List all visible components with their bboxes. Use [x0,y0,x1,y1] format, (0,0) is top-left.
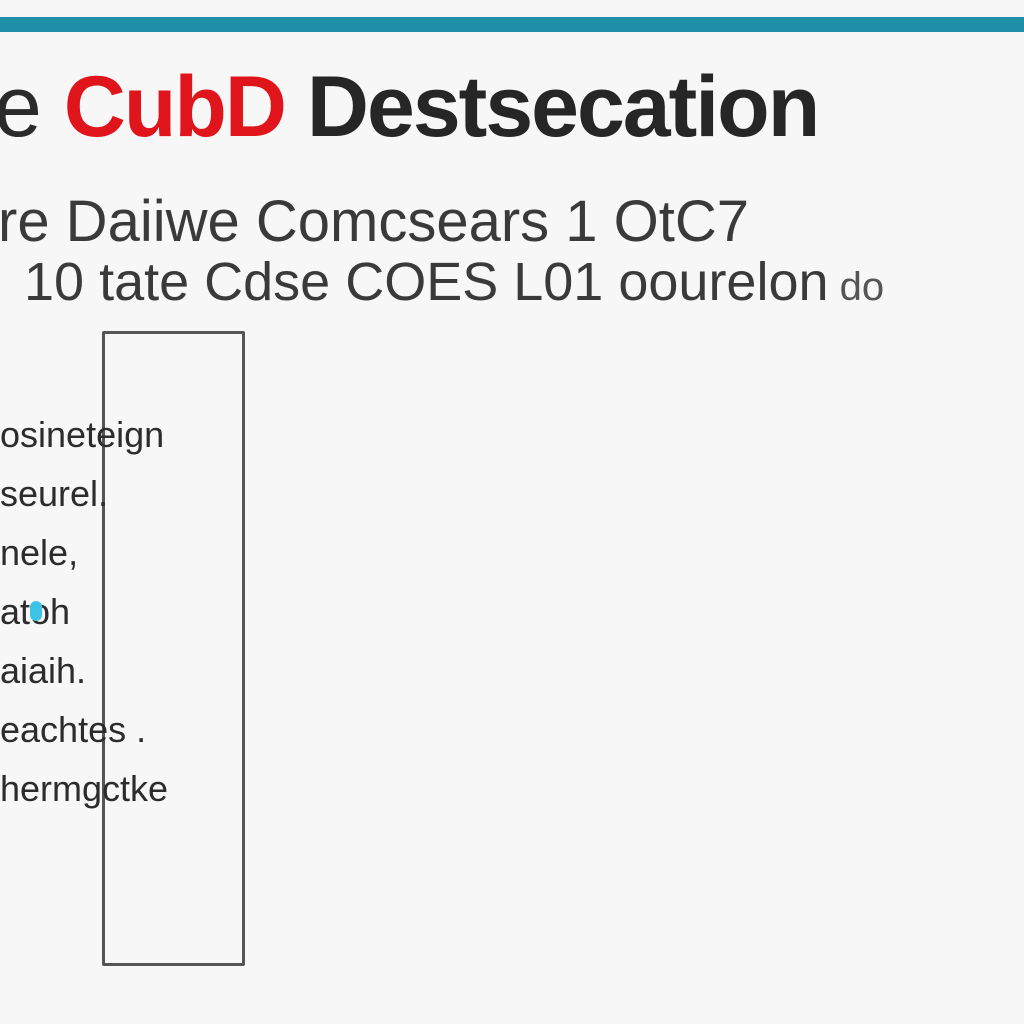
sidebar-item-2[interactable]: seurel. [0,471,168,530]
sidebar-item-label: nele, [0,532,79,573]
page-title: e CubD Destsecation [0,59,820,155]
sidebar-item-label: seurel. [0,473,109,514]
sidebar-item-4[interactable]: atoh [0,589,168,648]
subtitle-line-2-tail: do [828,265,885,309]
top-accent-bar [0,17,1024,32]
sidebar-item-1[interactable]: osineteign [0,412,168,471]
subtitle-line-2: 10 tate Cdse COES L01 oourelon do [24,250,884,319]
page-title-rest: Destsecation [285,59,820,155]
subtitle-line-2-main: 10 tate Cdse COES L01 oourelon [24,252,829,312]
sidebar-menu: osineteign seurel. nele, atoh aiaih. eac… [0,412,168,825]
page-title-lead: e [0,59,64,155]
sidebar-item-7[interactable]: hermgctke [0,766,168,825]
sidebar-item-5[interactable]: aiaih. [0,648,168,707]
sidebar-item-label: osineteign [0,414,165,455]
sidebar-item-6[interactable]: eachtes . [0,707,168,766]
sidebar-item-label: aiaih. [0,650,87,691]
page-title-accent: CubD [63,59,287,155]
subtitle-line-1: re Daiiwe Comcsears 1 OtC7 [0,189,749,254]
sidebar-item-label: hermgctke [0,768,169,809]
sidebar-panel [102,331,245,966]
sidebar-item-label: eachtes . [0,709,147,750]
sidebar-item-3[interactable]: nele, [0,530,168,589]
cursor-highlight-icon [30,601,42,621]
